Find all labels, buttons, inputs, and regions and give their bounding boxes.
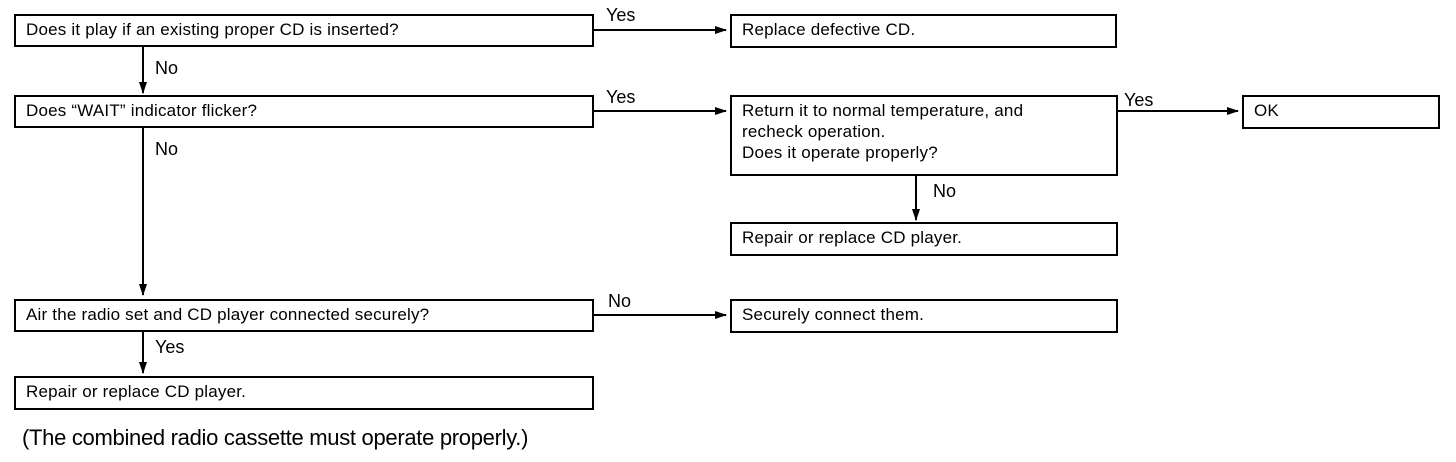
label-q3-no: No: [608, 291, 632, 311]
result-repair-replace-cd-player-2: Repair or replace CD player.: [14, 376, 594, 410]
temp-text-line-2: recheck operation.: [742, 122, 886, 141]
label-q2-no: No: [155, 139, 179, 159]
label-q3-yes: Yes: [155, 337, 185, 357]
temp-text-line-3: Does it operate properly?: [742, 143, 938, 162]
label-q1-no: No: [155, 58, 179, 78]
question-wait-indicator-flicker: Does “WAIT” indicator flicker?: [14, 95, 594, 128]
label-q2-yes: Yes: [606, 87, 636, 107]
step-return-normal-temperature: Return it to normal temperature, and rec…: [730, 95, 1118, 176]
label-temp-no: No: [933, 181, 957, 201]
result-securely-connect: Securely connect them.: [730, 299, 1118, 333]
result-replace-defective-cd: Replace defective CD.: [730, 14, 1117, 48]
question-connected-securely: Air the radio set and CD player connecte…: [14, 299, 594, 332]
footnote: (The combined radio cassette must operat…: [22, 425, 529, 450]
question-plays-with-proper-cd: Does it play if an existing proper CD is…: [14, 14, 594, 47]
result-repair-replace-cd-player-1: Repair or replace CD player.: [730, 222, 1118, 256]
result-ok: OK: [1242, 95, 1440, 129]
label-temp-yes: Yes: [1124, 90, 1154, 110]
temp-text-line-1: Return it to normal temperature, and: [742, 101, 1024, 120]
label-q1-yes: Yes: [606, 5, 636, 25]
